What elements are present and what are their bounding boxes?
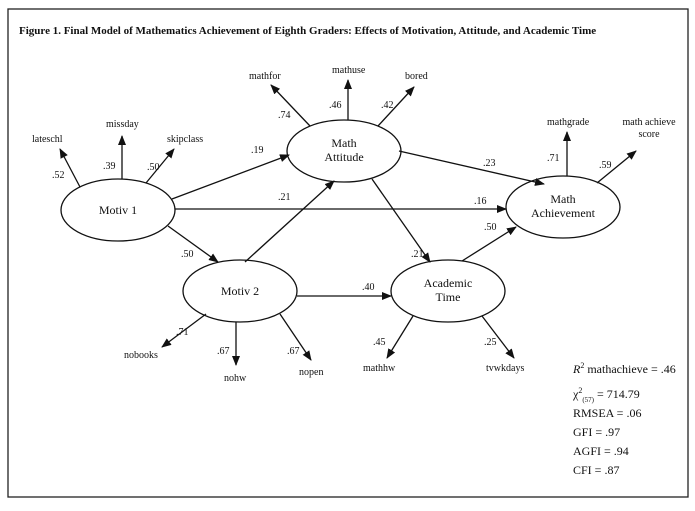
latent-math-attitude-line1: Math [331, 136, 356, 150]
indicator-mathgrade-label: mathgrade [547, 117, 590, 128]
loading-mathachieve: .59 [599, 160, 612, 171]
path-attitude-to-achievement [398, 150, 545, 186]
arrow-mathhw [386, 315, 414, 359]
path-motiv1-to-motiv2 [167, 225, 219, 263]
stat-r-text: mathachieve = .46 [584, 362, 675, 376]
coef-motiv1-attitude: .19 [251, 145, 264, 156]
path-motiv1-to-attitude [171, 154, 290, 200]
path-attitude-to-time [371, 178, 431, 263]
arrow-nobooks [161, 313, 207, 348]
loading-nobooks: .71 [176, 327, 189, 338]
stat-cfi: CFI = .87 [573, 463, 619, 477]
indicator-mathfor-label: mathfor [249, 71, 281, 82]
stat-r-squared: R2 mathachieve = .46 [572, 361, 676, 376]
latent-motiv1 [60, 178, 176, 242]
indicator-bored-label: bored [405, 71, 428, 82]
arrow-mathfor [270, 84, 311, 127]
figure-border [7, 8, 689, 498]
latent-academic-time-line2: Time [436, 290, 461, 304]
arrow-bored [377, 86, 415, 127]
latent-motiv1-label: Motiv 1 [99, 203, 137, 217]
indicator-nohw-label: nohw [224, 373, 247, 384]
latent-motiv2-label: Motiv 2 [221, 284, 259, 298]
loading-skipclass: .50 [147, 162, 160, 173]
indicator-mathhw-label: mathhw [363, 363, 396, 374]
arrow-tvwkdays [481, 315, 515, 359]
stat-chi-symbol: χ [572, 387, 579, 401]
stat-chi-sup: 2 [578, 386, 582, 395]
latent-motiv2 [182, 259, 298, 323]
stat-gfi: GFI = .97 [573, 425, 620, 439]
arrow-nopen [279, 313, 312, 361]
loading-mathfor: .74 [278, 110, 291, 121]
stat-chi-square: χ2(57) = 714.79 [572, 386, 640, 404]
loading-tvwkdays: .25 [484, 337, 497, 348]
path-motiv2-to-attitude [244, 180, 335, 263]
latent-academic-time [390, 259, 506, 323]
loading-missday: .39 [103, 161, 116, 172]
coef-motiv2-time: .40 [362, 282, 375, 293]
coef-attitude-achievement: .23 [483, 158, 496, 169]
indicator-mathachieve-line2: score [638, 129, 660, 140]
indicator-lateschl-label: lateschl [32, 134, 63, 145]
loading-lateschl: .52 [52, 170, 65, 181]
loading-mathuse: .46 [329, 100, 342, 111]
coef-time-achievement: .50 [484, 222, 497, 233]
indicator-nopen-label: nopen [299, 367, 323, 378]
stat-r-symbol: R [572, 362, 581, 376]
stat-chi-text: = 714.79 [594, 387, 640, 401]
stat-agfi: AGFI = .94 [573, 444, 629, 458]
loading-mathhw: .45 [373, 337, 386, 348]
loading-bored: .42 [381, 100, 394, 111]
indicator-nobooks-label: nobooks [124, 350, 158, 361]
loading-mathgrade: .71 [547, 153, 560, 164]
indicator-skipclass-label: skipclass [167, 134, 203, 145]
indicator-mathuse-label: mathuse [332, 65, 366, 76]
stat-rmsea: RMSEA = .06 [573, 406, 641, 420]
coef-attitude-time: .21 [411, 249, 424, 260]
arrow-skipclass [145, 148, 175, 184]
latent-math-attitude-line2: Attitude [324, 150, 363, 164]
latent-math-achievement-line2: Achievement [531, 206, 596, 220]
arrow-mathachieve [596, 150, 637, 184]
stat-chi-sub: (57) [582, 396, 594, 404]
indicator-tvwkdays-label: tvwkdays [486, 363, 524, 374]
coef-motiv1-motiv2: .50 [181, 249, 194, 260]
loading-nopen: .67 [287, 346, 300, 357]
coef-motiv1-achievement: .16 [474, 196, 487, 207]
stat-r-sup: 2 [580, 361, 584, 370]
arrow-lateschl [59, 148, 81, 188]
path-time-to-achievement [461, 226, 517, 262]
coef-motiv2-attitude: .21 [278, 192, 291, 203]
figure-title: Figure 1. Final Model of Mathematics Ach… [19, 25, 596, 37]
latent-math-achievement-line1: Math [550, 192, 575, 206]
loading-nohw: .67 [217, 346, 230, 357]
indicator-mathachieve-line1: math achieve [622, 117, 676, 128]
latent-academic-time-line1: Academic [424, 276, 473, 290]
indicator-missday-label: missday [106, 119, 139, 130]
